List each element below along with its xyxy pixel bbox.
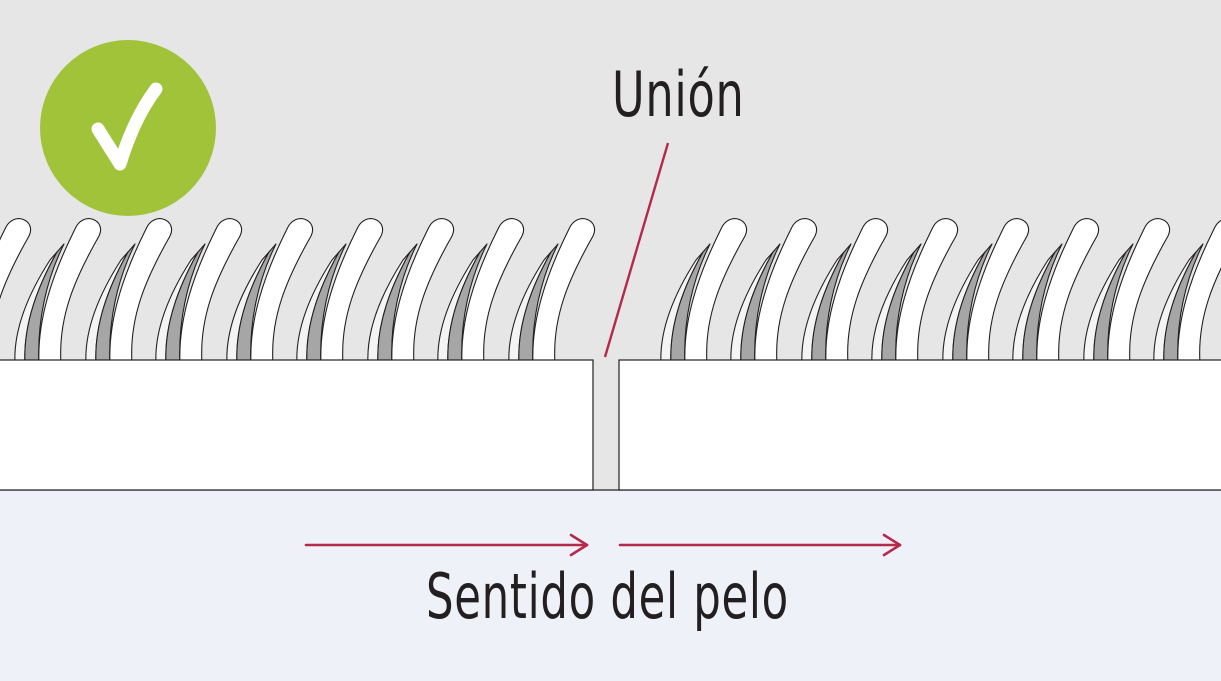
direction-arrow-left xyxy=(304,533,589,557)
direction-arrow-right xyxy=(618,533,902,557)
right-carpet-backing xyxy=(618,359,1221,491)
check-badge xyxy=(40,40,216,216)
lower-background xyxy=(0,490,1221,681)
left-carpet-backing xyxy=(0,359,594,491)
seam-label: Unión xyxy=(612,58,745,131)
checkmark-icon xyxy=(91,82,163,171)
seam-pointer-line xyxy=(603,142,670,358)
direction-label: Sentido del pelo xyxy=(426,560,789,633)
